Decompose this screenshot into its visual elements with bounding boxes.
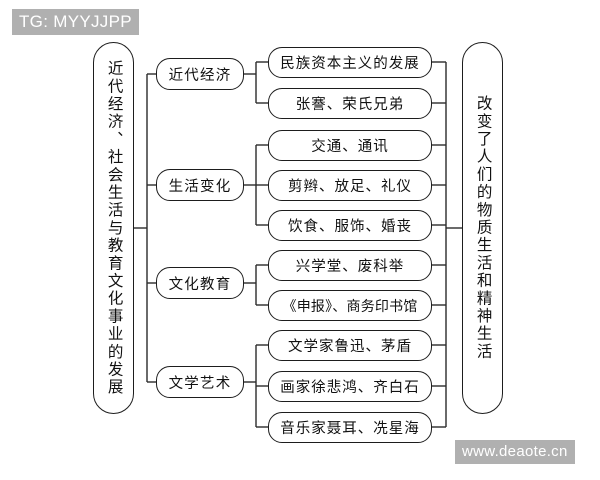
result-node[interactable]: 改变了人们的物质生活和精神生活 (462, 42, 503, 414)
leaf-node-schools-abolish-imperial-exam[interactable]: 兴学堂、废科举 (268, 250, 432, 281)
leaf-node-shenbao-commercial-press[interactable]: 《申报》、商务印书馆 (268, 290, 432, 321)
watermark-top-left: TG: MYYJJPP (12, 9, 139, 35)
category-node-life-changes[interactable]: 生活变化 (156, 169, 244, 201)
leaf-node-musicians-nieer-xianxinghai[interactable]: 音乐家聂耳、冼星海 (268, 412, 432, 443)
leaf-node-writers-luxun-maodun[interactable]: 文学家鲁迅、茅盾 (268, 330, 432, 361)
category-node-culture-education[interactable]: 文化教育 (156, 267, 244, 299)
category-node-literature-art[interactable]: 文学艺术 (156, 366, 244, 398)
watermark-bottom-right: www.deaote.cn (455, 440, 575, 464)
leaf-node-food-clothing-marriage-funeral[interactable]: 饮食、服饰、婚丧 (268, 210, 432, 241)
leaf-node-zhangjian-rong-brothers[interactable]: 张謇、荣氏兄弟 (268, 88, 432, 119)
leaf-node-queue-footbinding-etiquette[interactable]: 剪辫、放足、礼仪 (268, 170, 432, 201)
root-node[interactable]: 近代经济、社会生活与教育文化事业的发展 (93, 42, 134, 414)
leaf-node-national-capitalism[interactable]: 民族资本主义的发展 (268, 47, 432, 78)
leaf-node-painters-xubeihong-qibaishi[interactable]: 画家徐悲鸿、齐白石 (268, 371, 432, 402)
leaf-node-transport-communication[interactable]: 交通、通讯 (268, 130, 432, 161)
category-node-modern-economy[interactable]: 近代经济 (156, 58, 244, 90)
